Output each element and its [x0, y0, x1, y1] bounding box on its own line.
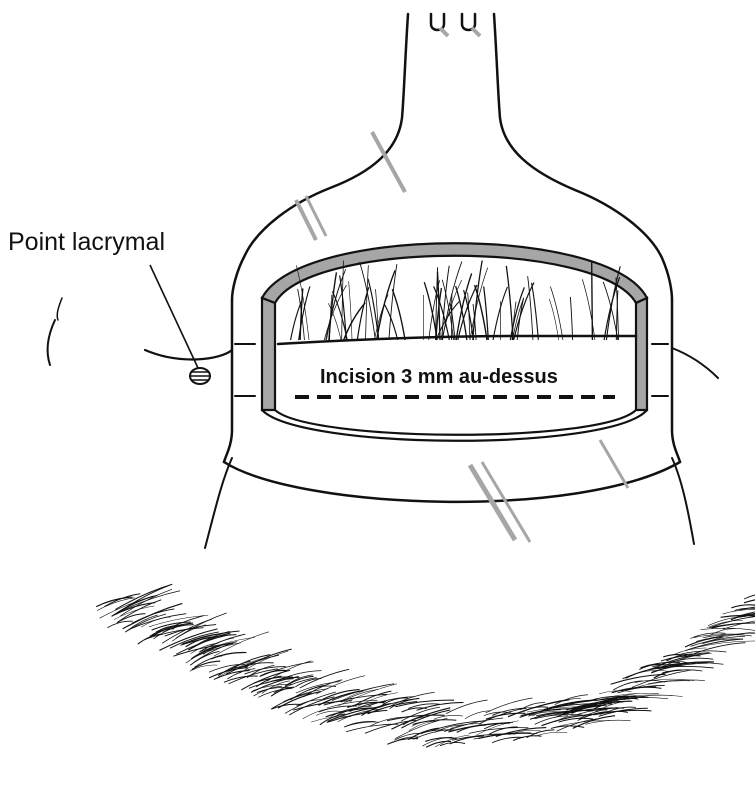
- eyebrow-hair-stroke: [211, 653, 247, 659]
- eyebrow-hair-stroke: [440, 742, 465, 745]
- eyelash-stroke: [344, 303, 366, 340]
- eyelash-stroke: [582, 279, 595, 340]
- eyelash-stroke: [366, 265, 369, 340]
- eyelash-stroke: [550, 286, 563, 340]
- eyelash-stroke: [510, 287, 524, 340]
- eyebrow-hair-stroke: [434, 715, 463, 719]
- eyelash-stroke: [473, 260, 482, 340]
- eyebrow-hair-stroke: [107, 621, 132, 628]
- eyelash-stroke: [475, 285, 487, 340]
- eyebrow-hair-stroke: [535, 716, 568, 725]
- eyelash-stroke: [384, 304, 398, 340]
- lacrimal-point-label: Point lacrymal: [8, 228, 165, 256]
- eyelash-stroke: [300, 288, 303, 340]
- eyelash-stroke: [592, 262, 593, 340]
- eyebrow-hair-stroke: [479, 708, 527, 724]
- eyelash-stroke: [349, 281, 352, 340]
- eyelash-stroke: [570, 297, 572, 340]
- eyebrow-hair-stroke: [695, 641, 755, 648]
- eyebrow-hair-stroke: [744, 594, 755, 599]
- eyebrow-hair-stroke: [446, 700, 487, 714]
- lacrimal-point: [150, 265, 210, 384]
- handle-slots: [431, 14, 480, 36]
- eyelash-stroke: [549, 299, 558, 340]
- lacrimal-point-leader-line: [150, 265, 198, 368]
- upper-eyelashes: [291, 260, 621, 340]
- eyelash-stroke: [392, 289, 405, 340]
- eyebrow-hair-stroke: [701, 628, 755, 631]
- incision-label: Incision 3 mm au-dessus: [320, 366, 558, 388]
- eyebrow-hair-stroke: [224, 676, 258, 682]
- eyebrow: [96, 584, 755, 747]
- eyebrow-hair-stroke: [303, 708, 334, 719]
- eyebrow-hair-stroke: [260, 662, 314, 677]
- eyebrow-hair-stroke: [513, 736, 541, 741]
- eyebrow-hair-stroke: [551, 726, 584, 729]
- eyebrow-hair-stroke: [681, 651, 727, 654]
- lid-margin: [278, 336, 636, 344]
- eyebrow-hair-stroke: [425, 738, 457, 742]
